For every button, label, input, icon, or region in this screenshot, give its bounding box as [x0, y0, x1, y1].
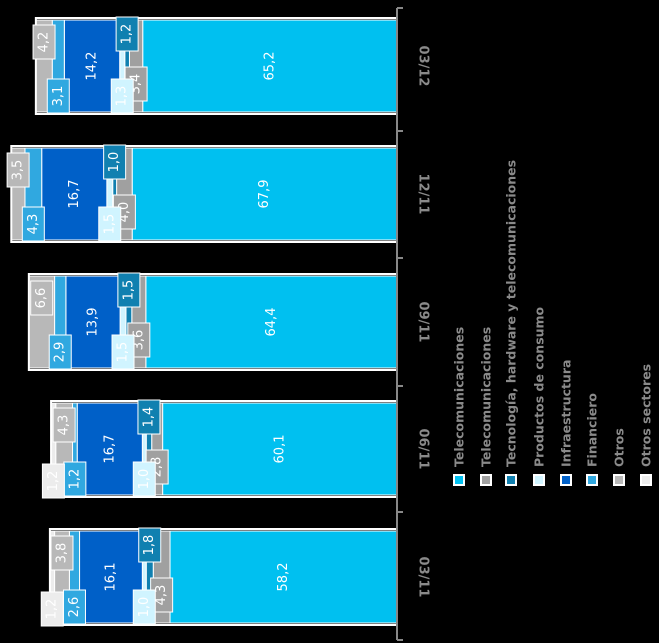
- value-label: 2,9: [53, 342, 68, 363]
- value-label: 16,1: [103, 563, 118, 592]
- value-label: 3,6: [131, 330, 146, 351]
- category-labels-layer: 03/11 06/11 09/11 12/11 03/12: [416, 46, 431, 598]
- value-label: 13,9: [85, 308, 100, 337]
- legend-swatch: [533, 474, 545, 486]
- value-label-box: [98, 206, 122, 242]
- value-label-box: [132, 589, 156, 625]
- value-label: 1,2: [67, 469, 82, 490]
- value-label: 65,2: [262, 52, 277, 81]
- value-label: 1,5: [121, 280, 136, 301]
- value-labels-layer: 58,24,31,81,016,12,63,81,260,12,81,41,01…: [6, 16, 291, 627]
- value-label-box: [137, 399, 161, 435]
- value-label-box: [50, 535, 74, 571]
- legend-label: Tecnología, hardware y telecomunicacione…: [504, 160, 519, 467]
- value-label-box: [132, 461, 156, 497]
- value-label: 3,5: [11, 160, 26, 181]
- value-label: 4,2: [37, 32, 52, 53]
- category-label: 03/11: [416, 557, 431, 598]
- legend-label: Telecomunicaciones: [452, 327, 467, 467]
- value-label-box: [52, 407, 76, 443]
- legend-swatch: [480, 474, 492, 486]
- value-label: 14,2: [85, 52, 100, 81]
- legend-swatch: [613, 474, 625, 486]
- value-label-box: [40, 591, 64, 627]
- value-label: 16,7: [102, 435, 117, 464]
- category-label: 09/11: [416, 302, 431, 343]
- value-label: 1,2: [120, 24, 135, 45]
- value-label-box: [30, 280, 54, 316]
- legend-label: Productos de consumo: [532, 306, 547, 467]
- legend-swatch: [453, 474, 465, 486]
- value-label-box: [111, 334, 135, 370]
- value-label: 1,0: [137, 597, 152, 618]
- value-label-box: [46, 78, 70, 114]
- value-label-box: [138, 527, 162, 563]
- value-label: 4,3: [26, 214, 41, 235]
- value-label: 60,1: [272, 435, 287, 464]
- value-label: 3,1: [51, 86, 66, 107]
- value-label-box: [41, 463, 65, 499]
- value-label-box: [32, 24, 56, 60]
- legend-swatch: [586, 474, 598, 486]
- value-label-box: [110, 78, 134, 114]
- bar-segment: [169, 530, 398, 624]
- value-label-box: [21, 206, 45, 242]
- legend: Telecomunicaciones Telecomunicaciones Tecn…: [452, 160, 654, 486]
- value-label-box: [117, 272, 141, 308]
- value-label: 64,4: [264, 308, 279, 337]
- legend-swatch: [560, 474, 572, 486]
- bar-segment: [63, 19, 121, 113]
- value-label: 1,8: [142, 535, 157, 556]
- bar-segment: [65, 275, 121, 369]
- bar-segment: [142, 19, 398, 113]
- value-label: 6,6: [34, 288, 49, 309]
- value-label-box: [6, 152, 30, 188]
- category-label: 03/12: [416, 46, 431, 87]
- bar-segment: [162, 402, 398, 496]
- value-label: 1,0: [137, 469, 152, 490]
- value-label-box: [115, 16, 139, 52]
- bar-segment: [145, 275, 398, 369]
- value-label: 1,0: [107, 152, 122, 173]
- value-label: 1,2: [46, 471, 61, 492]
- category-label: 12/11: [416, 174, 431, 215]
- legend-label: Infraestructura: [559, 360, 574, 467]
- axis-ticks-layer: [397, 7, 403, 641]
- value-label-box: [103, 144, 127, 180]
- value-label-box: [48, 334, 72, 370]
- value-label: 4,3: [154, 585, 169, 606]
- value-label: 58,2: [276, 563, 291, 592]
- legend-label: Otros: [612, 428, 627, 467]
- value-label: 16,7: [67, 180, 82, 209]
- legend-label: Financiero: [585, 393, 600, 467]
- bar-segment: [131, 147, 398, 241]
- legend-label: Otros sectores: [639, 364, 654, 467]
- value-label: 4,3: [57, 415, 72, 436]
- legend-swatch: [640, 474, 652, 486]
- legend-swatch: [505, 474, 517, 486]
- category-label: 06/11: [416, 429, 431, 470]
- value-label: 1,5: [102, 214, 117, 235]
- value-label: 1,2: [45, 599, 60, 620]
- value-label: 3,8: [54, 543, 69, 564]
- bar-segment: [76, 402, 143, 496]
- bar-segment: [41, 147, 108, 241]
- value-label: 1,4: [141, 407, 156, 428]
- value-label: 1,3: [115, 86, 130, 107]
- value-label: 1,5: [116, 342, 131, 363]
- value-label: 2,6: [67, 597, 82, 618]
- legend-label: Telecomunicaciones: [479, 327, 494, 467]
- value-label: 67,9: [257, 180, 272, 209]
